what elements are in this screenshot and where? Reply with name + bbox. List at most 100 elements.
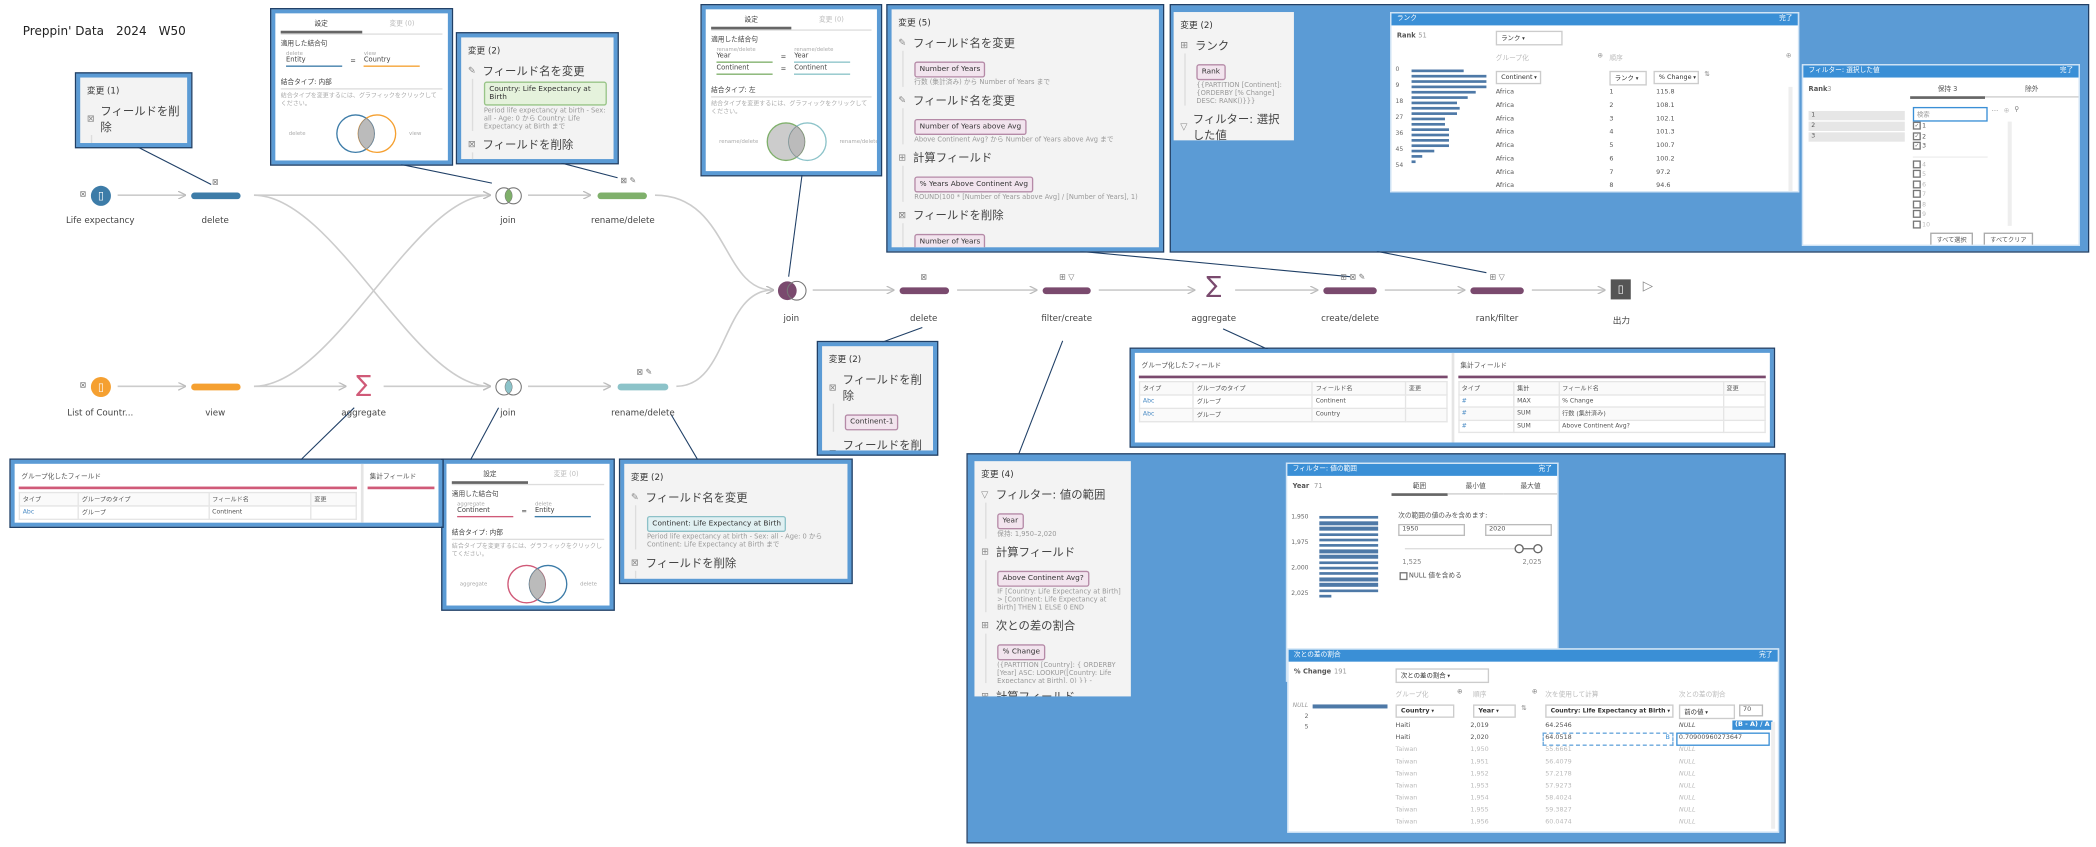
- tab-settings[interactable]: 設定: [280, 16, 362, 34]
- scrollbar[interactable]: [1788, 86, 1793, 192]
- tab-maximum[interactable]: 最大値: [1503, 479, 1558, 495]
- add-group-icon[interactable]: ⊕: [1597, 52, 1603, 61]
- offset-stepper[interactable]: 70: [1739, 704, 1764, 717]
- add-group-icon[interactable]: ⊕: [1457, 688, 1463, 697]
- venn-diagram-icon[interactable]: [497, 563, 577, 606]
- value-checkbox[interactable]: ✓1: [1912, 121, 1988, 132]
- histogram-bar[interactable]: [1411, 69, 1464, 73]
- field-tag[interactable]: Number of Years: [914, 61, 986, 78]
- change-item[interactable]: ⊞計算フィールド% ChangeROUND(100 * [% Change], …: [981, 688, 1124, 696]
- checkbox[interactable]: [1912, 189, 1921, 198]
- tab-changes[interactable]: 変更 (0): [818, 16, 844, 25]
- source-file-icon[interactable]: ▯: [90, 376, 111, 397]
- slider-max-handle[interactable]: [1533, 544, 1543, 554]
- calc-field-dropdown[interactable]: Country: Life Expectancy at Birth: [1545, 704, 1674, 718]
- search-input[interactable]: 検索: [1912, 106, 1988, 122]
- done-button[interactable]: 完了: [1759, 650, 1773, 659]
- join-left-field[interactable]: Continent: [716, 64, 773, 75]
- checkbox[interactable]: [1912, 209, 1921, 218]
- add-value-icon[interactable]: ⊕: [2003, 106, 2010, 115]
- histogram-bar[interactable]: [1411, 149, 1435, 153]
- checkbox[interactable]: [1912, 179, 1921, 188]
- aggregate-icon[interactable]: ∑: [355, 371, 372, 399]
- value-checkbox[interactable]: ✓3: [1912, 141, 1988, 152]
- clean-step-create-delete[interactable]: [1323, 287, 1377, 295]
- histogram-bar[interactable]: [1411, 85, 1487, 89]
- tab-settings[interactable]: 設定: [711, 12, 792, 30]
- selected-value[interactable]: 1: [1808, 110, 1905, 121]
- clean-step-delete[interactable]: [191, 192, 241, 200]
- field-tag[interactable]: Continent-1: [844, 414, 899, 431]
- change-item[interactable]: ⊠フィールドを削除Entity: [468, 136, 607, 160]
- tab-changes[interactable]: 変更 (0): [553, 470, 579, 479]
- range-slider[interactable]: [1404, 544, 1543, 554]
- join-clause[interactable]: Continent=Continent: [716, 64, 866, 75]
- change-item[interactable]: ⊠フィールドを削除Year-1: [829, 437, 927, 451]
- add-order-icon[interactable]: ⊕: [1785, 52, 1792, 61]
- selected-value[interactable]: 3: [1808, 132, 1905, 142]
- value-checkbox[interactable]: 7: [1912, 189, 1988, 200]
- group-field-dropdown[interactable]: Country: [1395, 704, 1455, 718]
- aggregate-icon[interactable]: ∑: [1206, 272, 1222, 300]
- value-checkbox[interactable]: 4: [1912, 155, 1988, 170]
- rank-method-dropdown[interactable]: ランク: [1495, 30, 1563, 46]
- venn-diagram-icon[interactable]: [757, 120, 837, 163]
- clean-step-filter-create[interactable]: [1042, 287, 1091, 295]
- join-icon[interactable]: [495, 186, 524, 206]
- histogram-bar[interactable]: [1411, 112, 1457, 116]
- join-right-field[interactable]: Continent: [794, 64, 851, 75]
- calc-type-dropdown[interactable]: 次との差の割合: [1395, 668, 1490, 684]
- histogram-bar[interactable]: [1411, 96, 1468, 100]
- histogram-bar[interactable]: [1411, 122, 1446, 127]
- checkbox[interactable]: [1912, 169, 1921, 178]
- value-checkbox[interactable]: 8: [1912, 199, 1988, 210]
- histogram-bar[interactable]: [1411, 160, 1416, 164]
- histogram-bar[interactable]: [1319, 549, 1379, 553]
- done-button[interactable]: 完了: [2059, 66, 2074, 75]
- value-checkbox[interactable]: ✓2: [1912, 131, 1988, 142]
- min-value-input[interactable]: 1950: [1398, 523, 1466, 537]
- histogram-bar[interactable]: [1319, 515, 1379, 520]
- output-icon[interactable]: ▯: [1610, 279, 1631, 300]
- histogram-bar[interactable]: [1319, 527, 1379, 531]
- sort-icon[interactable]: ⇅: [1521, 704, 1527, 713]
- formula-badge[interactable]: (B - A) / A: [1732, 720, 1773, 730]
- histogram-bar[interactable]: [1319, 588, 1379, 593]
- checkbox[interactable]: ✓: [1912, 131, 1921, 140]
- search-icon[interactable]: ⚲: [2014, 105, 2020, 114]
- select-all-button[interactable]: すべて選択: [1930, 232, 1973, 245]
- add-order-icon[interactable]: ⊕: [1531, 688, 1538, 697]
- value-checkbox[interactable]: 6: [1912, 179, 1988, 190]
- clean-step-rename-delete[interactable]: [617, 383, 669, 391]
- histogram-bar[interactable]: [1319, 583, 1379, 587]
- checkbox[interactable]: [1399, 571, 1408, 580]
- done-button[interactable]: 完了: [1779, 14, 1793, 23]
- change-item[interactable]: ⊠フィールドを削除Code: [87, 103, 181, 144]
- histogram-bar[interactable]: [1411, 101, 1457, 105]
- change-item[interactable]: ▽フィルター: 選択した値Rank保持: 3 個の値: [1180, 111, 1287, 141]
- checkbox[interactable]: [1912, 199, 1921, 208]
- done-button[interactable]: 完了: [1538, 465, 1552, 474]
- histogram-bar[interactable]: [1411, 128, 1449, 132]
- field-tag[interactable]: % Years Above Continent Avg: [914, 176, 1034, 193]
- histogram-bar[interactable]: [1319, 544, 1379, 548]
- histogram-bar[interactable]: [1411, 144, 1449, 148]
- tab-range[interactable]: 範囲: [1391, 479, 1448, 496]
- field-tag[interactable]: Continent: Life Expectancy at Birth: [646, 515, 787, 533]
- tab-changes[interactable]: 変更 (0): [389, 20, 415, 29]
